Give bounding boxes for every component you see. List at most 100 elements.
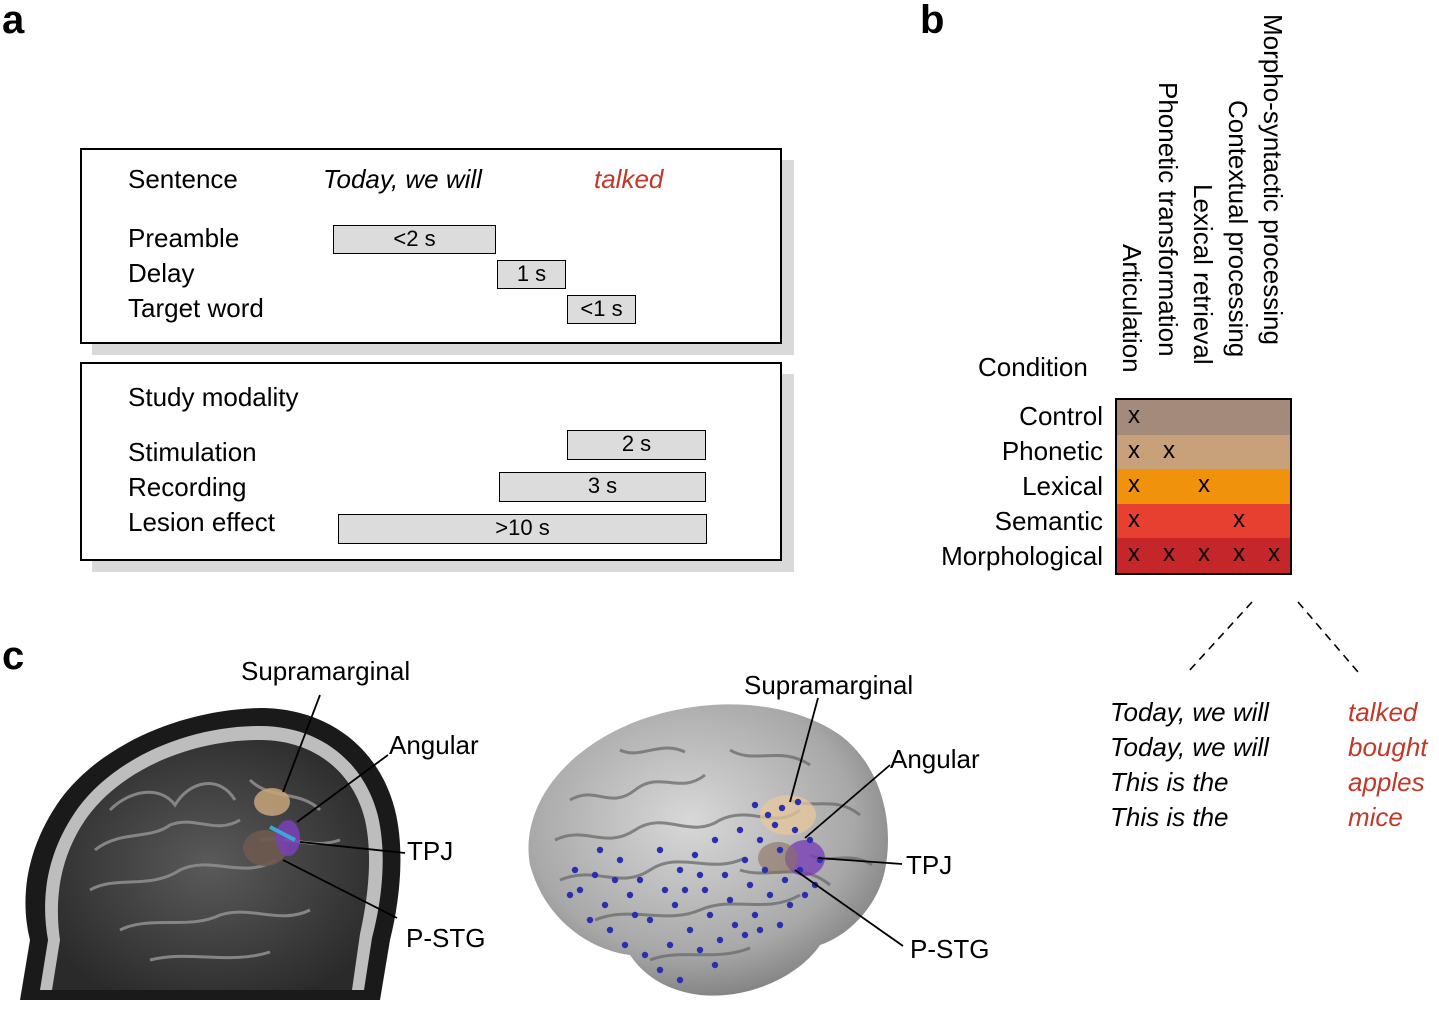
electrode-dot <box>791 826 799 834</box>
condition-row: x <box>1117 400 1290 435</box>
electrode-dot <box>661 886 669 894</box>
electrode-dot <box>741 931 749 939</box>
target-text: talked <box>594 164 664 194</box>
electrode-dot <box>756 836 764 844</box>
example-target-3: apples <box>1348 767 1425 797</box>
electrode-dot <box>656 846 664 854</box>
stimulation-label: Stimulation <box>128 437 257 467</box>
electrode-dot <box>611 876 619 884</box>
electrode-dot <box>721 871 729 879</box>
condition-label-phonetic: Phonetic <box>1001 436 1103 466</box>
mri-label-supramarginal: Supramarginal <box>241 656 411 686</box>
electrode-dot <box>778 804 786 812</box>
electrode-dot <box>596 846 604 854</box>
electrode-dot <box>691 851 699 859</box>
condition-label-morphological: Morphological <box>941 541 1103 571</box>
electrode-dot <box>731 921 739 929</box>
dashed-pointer-lines <box>1187 601 1359 673</box>
electrode-dot <box>666 941 674 949</box>
electrode-dot <box>766 891 774 899</box>
electrode-dot <box>576 886 584 894</box>
electrode-dot <box>601 901 609 909</box>
electrode-dot <box>781 876 789 884</box>
electrode-dot <box>751 801 759 809</box>
electrode-dot <box>711 836 719 844</box>
sentence-label: Sentence <box>128 164 238 194</box>
surface-label-tpj: TPJ <box>906 850 953 880</box>
condition-mark: x <box>1128 471 1140 499</box>
electrode-dot <box>606 926 614 934</box>
condition-header: Condition <box>978 352 1088 382</box>
target-word-bar: <1 s <box>567 295 636 324</box>
delay-bar: 1 s <box>497 260 566 289</box>
electrode-dot <box>726 896 734 904</box>
surface-label-supramarginal: Supramarginal <box>744 670 914 700</box>
electrode-dot <box>681 886 689 894</box>
mri-sagittal-image <box>20 694 406 1000</box>
condition-mark: x <box>1128 402 1140 429</box>
electrode-dot <box>756 926 764 934</box>
column-header-lexical-retrieval: Lexical retrieval <box>1188 184 1218 365</box>
lesion-effect-label: Lesion effect <box>128 507 275 537</box>
electrode-dot <box>636 876 644 884</box>
electrode-dot <box>794 798 802 806</box>
electrode-dot <box>761 866 769 874</box>
electrode-dot <box>671 901 679 909</box>
condition-mark: x <box>1233 540 1245 568</box>
condition-mark: x <box>1163 540 1175 568</box>
preamble-bar: <2 s <box>333 225 496 254</box>
condition-mark: x <box>1198 540 1210 568</box>
electrode-dot <box>736 826 744 834</box>
condition-mark: x <box>1128 436 1140 464</box>
electrode-dot <box>641 951 649 959</box>
electrode-dot <box>776 846 784 854</box>
example-preamble-1: Today, we will <box>1110 697 1269 727</box>
study-modality-title: Study modality <box>128 382 299 412</box>
column-header-articulation: Articulation <box>1117 244 1147 373</box>
electrode-dot <box>806 836 814 844</box>
preamble-label: Preamble <box>128 223 240 253</box>
electrode-dot <box>786 901 794 909</box>
condition-mark: x <box>1128 505 1140 533</box>
example-target-1: talked <box>1348 697 1418 727</box>
sentence-text: Today, we will <box>323 164 482 194</box>
electrode-dot <box>656 966 664 974</box>
electrode-dot <box>586 916 594 924</box>
mri-label-angular: Angular <box>389 730 479 760</box>
delay-label: Delay <box>128 258 195 288</box>
electrode-dot <box>771 821 779 829</box>
surface-label-pstg: P-STG <box>910 934 990 964</box>
example-preamble-4: This is the <box>1110 802 1229 832</box>
example-target-4: mice <box>1348 802 1403 832</box>
panel-letter-b: b <box>920 0 945 42</box>
mri-label-tpj: TPJ <box>407 836 454 866</box>
electrode-dot <box>621 941 629 949</box>
condition-mark: x <box>1198 471 1210 499</box>
electrode-dot <box>701 886 709 894</box>
recording-bar: 3 s <box>499 472 706 502</box>
condition-label-lexical: Lexical <box>1022 471 1103 501</box>
electrode-dot <box>626 891 634 899</box>
electrode-dot <box>686 926 694 934</box>
electrode-dot <box>776 921 784 929</box>
electrode-dot <box>571 866 579 874</box>
recording-label: Recording <box>128 472 247 502</box>
condition-mark: x <box>1233 505 1245 533</box>
electrode-dot <box>646 916 654 924</box>
electrode-dot <box>631 911 639 919</box>
example-preamble-2: Today, we will <box>1110 732 1269 762</box>
condition-label-semantic: Semantic <box>994 506 1103 536</box>
electrode-dot <box>716 936 724 944</box>
panel-letter-c: c <box>2 634 25 678</box>
stimulation-bar: 2 s <box>567 430 706 460</box>
column-header-phonetic-transformation: Phonetic transformation <box>1153 82 1183 357</box>
electrode-dot <box>764 811 772 819</box>
panel-letter-a: a <box>2 0 25 42</box>
condition-mark: x <box>1163 436 1175 464</box>
example-preamble-3: This is the <box>1110 767 1229 797</box>
lesion-effect-bar: >10 s <box>338 514 707 544</box>
